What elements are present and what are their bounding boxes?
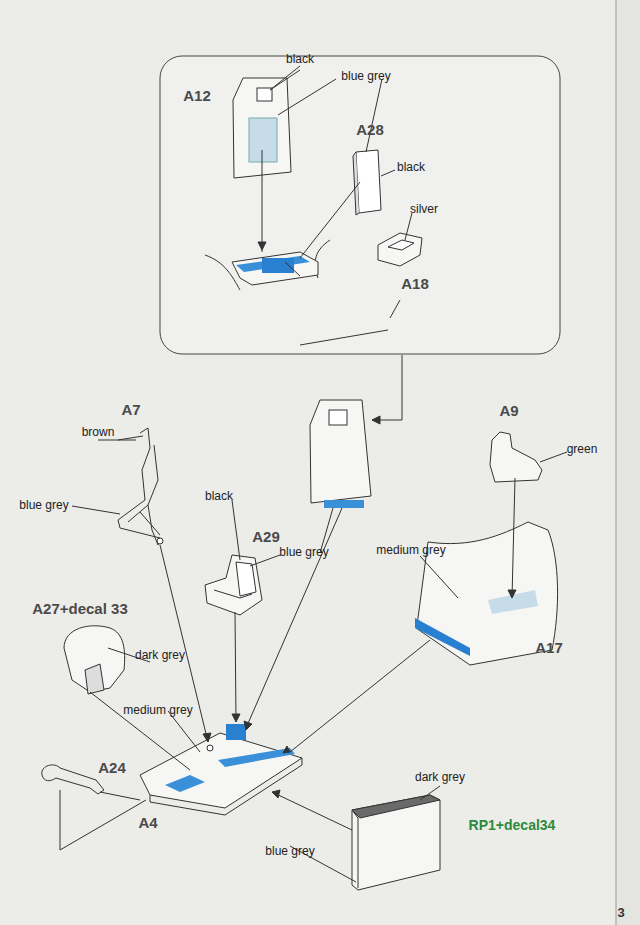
part-A9 [490, 432, 542, 482]
part-A9-shape [490, 432, 542, 482]
part-A7-shape [157, 538, 163, 544]
inset-link-shape [372, 416, 380, 424]
part-A17-shape [415, 618, 470, 656]
part-number: A24 [97, 760, 127, 777]
colour-note: silver [409, 203, 439, 216]
page-edge-shape [616, 0, 617, 925]
part-number: A18 [400, 276, 430, 293]
detail-inset-shape [262, 66, 412, 345]
detail-inset-shape [160, 56, 560, 354]
leader-lines-shape [203, 590, 516, 798]
seat-back [310, 400, 371, 508]
colour-note: brown [81, 426, 116, 439]
leader-lines-shape [60, 478, 515, 850]
part-A7-shape [118, 428, 160, 545]
seat-back-shape [310, 400, 371, 503]
part-number: A12 [182, 88, 212, 105]
part-A4-shape [218, 748, 295, 767]
part-A4-shape [207, 745, 213, 751]
colour-note: blue grey [278, 546, 329, 559]
part-number: RP1+decal34 [468, 818, 557, 833]
detail-inset-shape [388, 240, 414, 250]
part-A7 [118, 428, 163, 545]
colour-note: medium grey [122, 704, 193, 717]
part-A27 [64, 626, 125, 694]
part-A29-shape [236, 562, 256, 596]
colour-note: black [396, 161, 426, 174]
leader-lines [60, 70, 567, 882]
detail-inset-shape [353, 152, 359, 215]
page-number: 3 [616, 906, 625, 920]
inset-link-shape [372, 355, 402, 420]
detail-inset-shape [257, 88, 272, 101]
colour-note: dark grey [134, 649, 186, 662]
seat-back-shape [329, 410, 347, 425]
inset-link [372, 355, 402, 424]
colour-note: medium grey [375, 544, 446, 557]
part-RP1-shape [352, 795, 440, 818]
part-number: A29 [251, 529, 281, 546]
detail-inset-shape [249, 118, 277, 162]
colour-note: blue grey [18, 499, 69, 512]
seat-back-shape [324, 500, 364, 508]
part-A4-shape [165, 775, 205, 792]
part-A24-shape [42, 765, 104, 794]
part-A4 [140, 724, 302, 815]
part-number: A9 [498, 403, 519, 420]
part-number: A7 [120, 402, 141, 419]
detail-inset [160, 56, 560, 354]
detail-inset-shape [232, 252, 318, 285]
colour-note: green [566, 443, 599, 456]
detail-inset-shape [378, 233, 422, 266]
part-number: A28 [355, 122, 385, 139]
part-A4-shape [226, 724, 246, 740]
detail-inset-shape [205, 240, 330, 290]
colour-note: blue grey [264, 845, 315, 858]
colour-note: dark grey [414, 771, 466, 784]
part-A27-shape [85, 664, 104, 694]
part-A29-shape [205, 555, 262, 615]
part-number: A17 [534, 640, 564, 657]
part-A29-shape [214, 590, 252, 598]
detail-inset-shape [356, 150, 381, 213]
part-number: A4 [137, 815, 158, 832]
part-RP1-shape [352, 810, 358, 888]
part-number: A27+decal 33 [31, 601, 129, 618]
part-RP1 [352, 795, 440, 890]
colour-note: black [204, 490, 234, 503]
detail-inset-shape [236, 256, 310, 272]
detail-inset-shape [258, 242, 266, 250]
page-edge-shape [0, 0, 616, 925]
colour-note: blue grey [340, 70, 391, 83]
part-RP1-shape [352, 795, 440, 890]
leader-lines-shape [72, 70, 567, 882]
part-A24 [42, 765, 104, 794]
page-edge [0, 0, 616, 925]
colour-note: black [285, 53, 315, 66]
part-A29 [205, 555, 262, 615]
